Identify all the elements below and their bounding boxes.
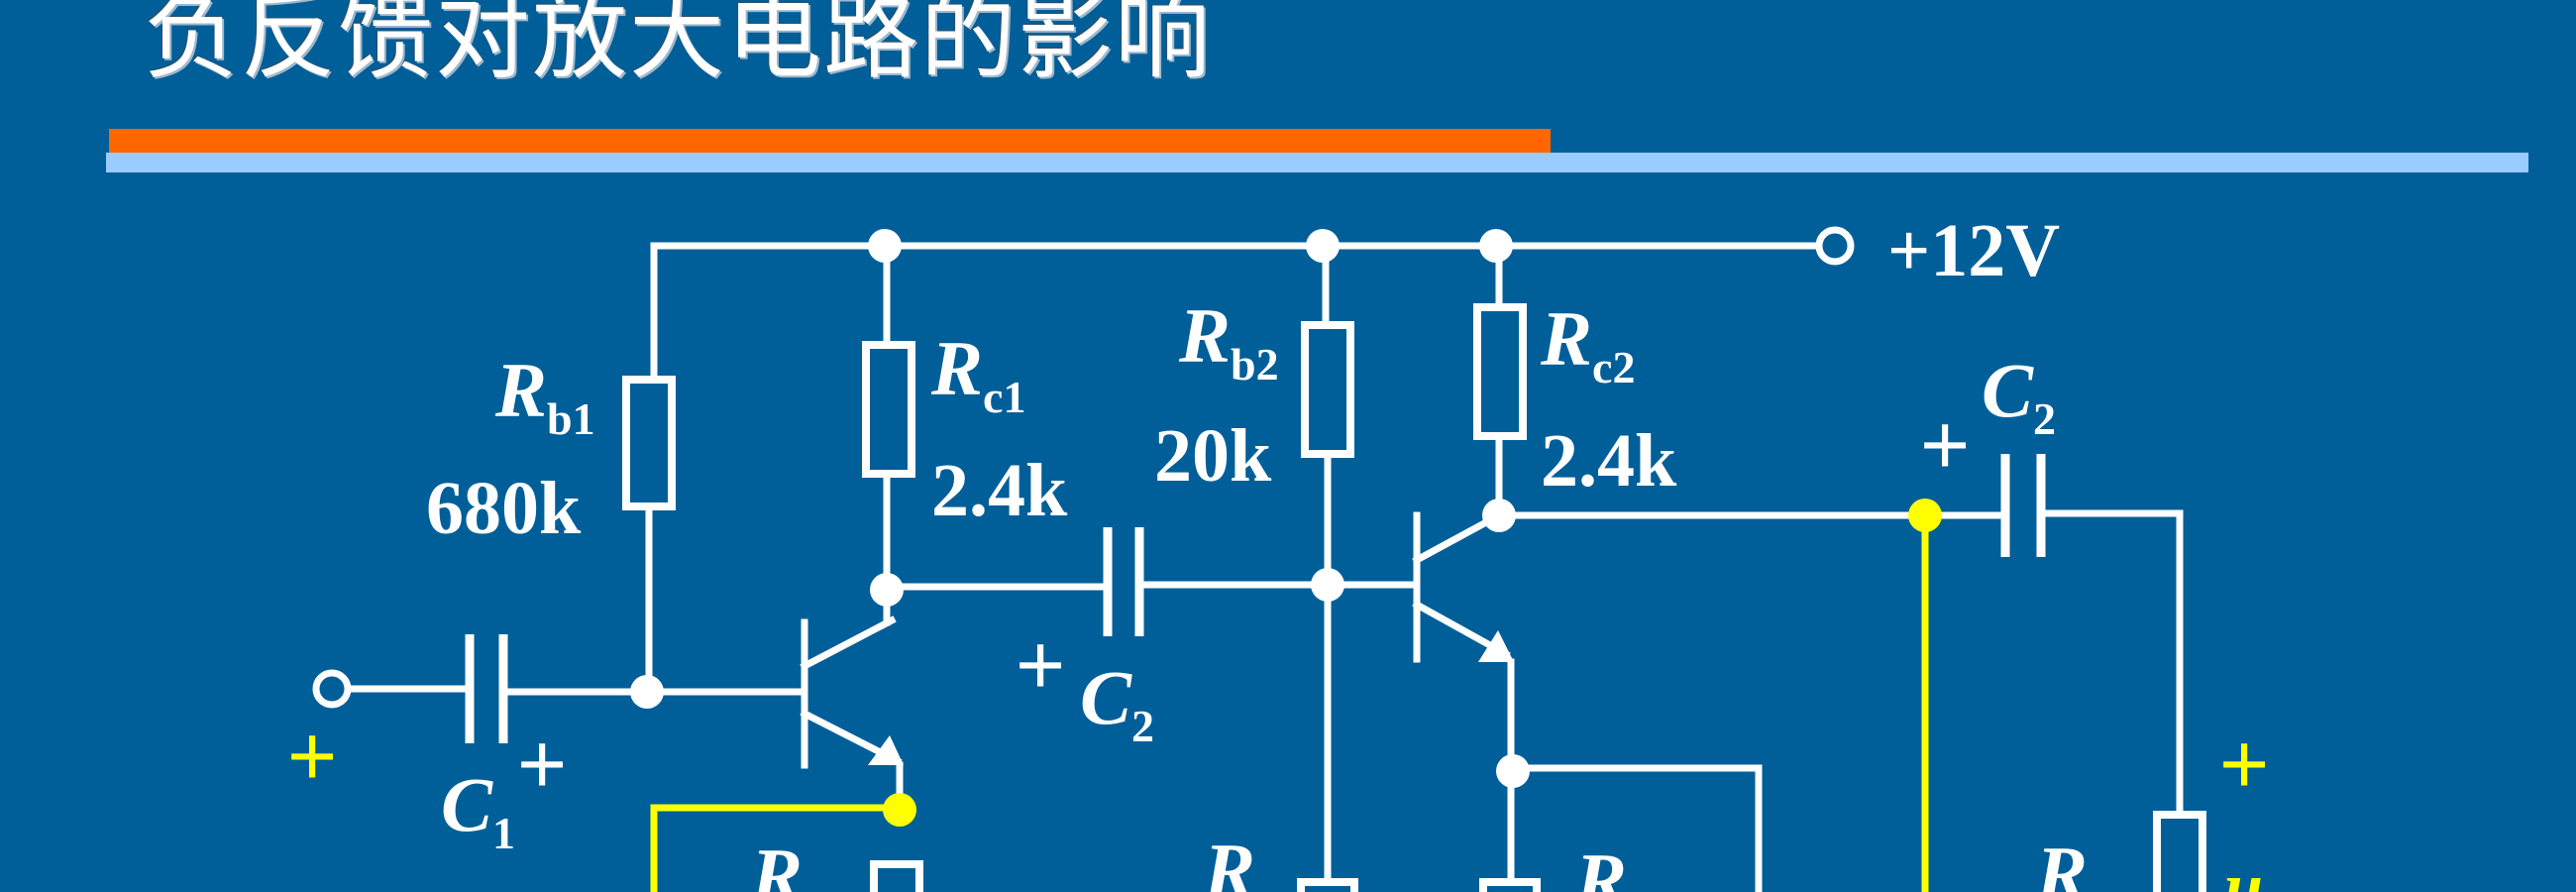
- c1-plus-sign: +: [517, 717, 567, 812]
- r-lower-right-label: R: [2035, 831, 2088, 892]
- rb1-label: Rb1: [494, 347, 595, 444]
- junction-q2-base: [1311, 568, 1344, 602]
- c1-label: C1: [441, 761, 515, 858]
- junction-q2-collector: [1482, 499, 1516, 532]
- supply-voltage-label: +12V: [1887, 209, 2060, 292]
- u-partial-label: u: [2224, 849, 2263, 892]
- rc2-resistor: [1473, 303, 1527, 440]
- q1-emitter-arrow-icon: [868, 735, 904, 765]
- junction-q1-collector: [870, 573, 904, 607]
- q2-emitter-arrow-icon: [1478, 630, 1514, 662]
- rb1-resistor: [622, 376, 676, 510]
- rc1-resistor: [862, 341, 915, 478]
- q2-emitter-branch-wire: [1507, 764, 1763, 892]
- output-plus-sign: +: [2219, 717, 2269, 812]
- junction-rail-3: [1479, 229, 1513, 263]
- re2-resistor: [1297, 878, 1358, 892]
- rl-resistor: [2153, 811, 2206, 892]
- title-underline-blue: [106, 153, 2528, 172]
- junction-q2-emitter: [1496, 754, 1530, 788]
- r-lower-mid-label: R: [1203, 828, 1255, 892]
- supply-rail-wire: [650, 242, 1827, 400]
- r-lower-mid2-label: R: [1574, 837, 1627, 892]
- junction-q1-base: [630, 675, 664, 709]
- rc2-label: Rc2: [1540, 295, 1635, 392]
- feedback-wire-left: [650, 804, 904, 892]
- input-plus-sign: +: [287, 709, 337, 804]
- output-load-wire: [2041, 509, 2184, 819]
- junction-rail-1: [868, 229, 902, 263]
- c2-out-label: C2: [1982, 347, 2056, 444]
- re1-resistor: [870, 860, 923, 892]
- junction-rail-2: [1306, 229, 1340, 263]
- rc1-label: Rc1: [930, 325, 1025, 422]
- rc1-value: 2.4k: [931, 449, 1068, 532]
- rb2-value: 20k: [1154, 414, 1272, 498]
- c2-out-plus-sign: +: [1920, 397, 1970, 493]
- rb1-value: 680k: [426, 467, 582, 550]
- rb2-label: Rb2: [1178, 292, 1279, 390]
- input-terminal: [312, 669, 352, 709]
- c2-mid-label: C2: [1080, 654, 1154, 751]
- feedback-node-output: [1908, 499, 1942, 532]
- re3-resistor: [1479, 878, 1541, 892]
- rb2-resistor: [1301, 321, 1354, 458]
- supply-terminal: [1815, 226, 1855, 266]
- q1-collector-lead: [800, 615, 897, 671]
- r-lower-left-label: R: [750, 833, 803, 892]
- title-underline-orange: [109, 129, 1551, 153]
- slide-title: 负反馈对放大电路的影响: [144, 0, 1212, 92]
- feedback-node-q1-emitter: [883, 793, 916, 827]
- rc2-value: 2.4k: [1541, 419, 1677, 502]
- c2-mid-plus-sign: +: [1016, 617, 1065, 713]
